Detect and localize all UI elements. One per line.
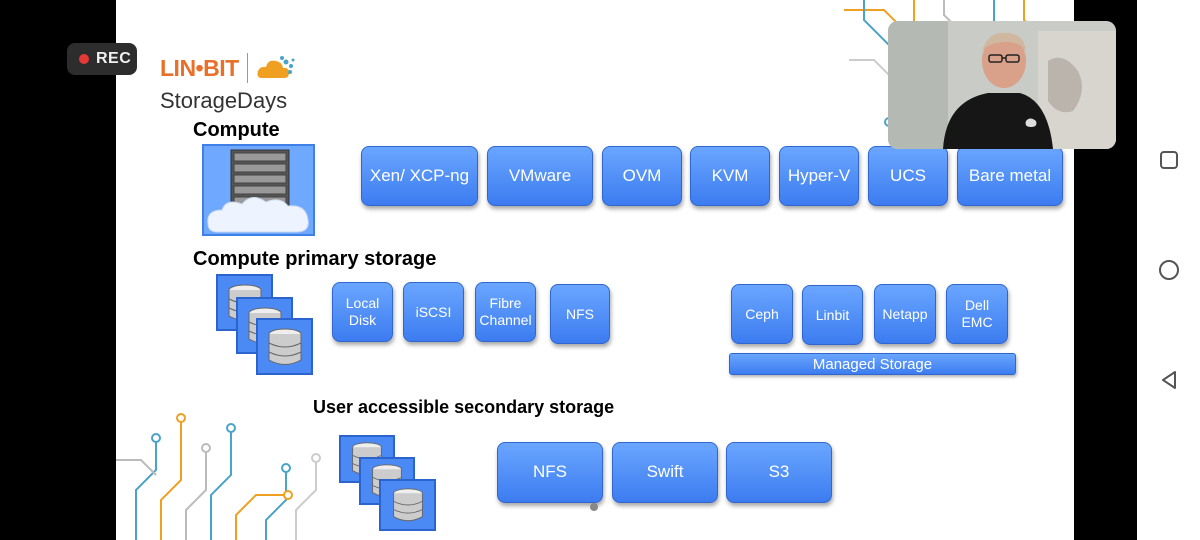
compute-item-hyper-v[interactable]: Hyper-V	[779, 146, 859, 206]
secondary-item-nfs[interactable]: NFS	[497, 442, 603, 503]
compute-item-vmware[interactable]: VMware	[487, 146, 593, 206]
back-button[interactable]	[1157, 368, 1181, 392]
event-name: StorageDays	[160, 88, 288, 113]
recording-indicator[interactable]: REC	[67, 43, 137, 75]
managed-item-ceph[interactable]: Ceph	[731, 284, 793, 344]
back-triangle-icon	[1162, 371, 1176, 389]
database-icon	[256, 318, 313, 375]
record-dot-icon	[79, 54, 89, 64]
logo-divider	[246, 53, 248, 83]
primary-item-fibre-channel[interactable]: Fibre Channel	[475, 282, 536, 342]
secondary-item-s3[interactable]: S3	[726, 442, 832, 503]
home-circle-icon	[1159, 260, 1179, 280]
compute-item-ovm[interactable]: OVM	[602, 146, 682, 206]
server-rack-icon	[202, 144, 315, 236]
android-navigation-bar	[1137, 0, 1200, 540]
recents-button[interactable]	[1157, 148, 1181, 172]
section-heading-primary-storage: Compute primary storage	[193, 248, 437, 270]
home-button[interactable]	[1157, 258, 1181, 282]
compute-item-bare-metal[interactable]: Bare metal	[957, 146, 1063, 206]
secondary-item-swift[interactable]: Swift	[612, 442, 718, 503]
managed-item-linbit[interactable]: Linbit	[802, 285, 863, 345]
compute-item-kvm[interactable]: KVM	[690, 146, 770, 206]
presenter-webcam-video[interactable]	[888, 21, 1116, 149]
managed-item-netapp[interactable]: Netapp	[874, 284, 936, 344]
compute-item-xen[interactable]: Xen/ XCP-ng	[361, 146, 478, 206]
primary-item-nfs[interactable]: NFS	[550, 284, 610, 344]
recording-label: REC	[96, 50, 132, 67]
primary-item-local-disk[interactable]: Local Disk	[332, 282, 393, 342]
primary-item-iscsi[interactable]: iSCSI	[403, 282, 464, 342]
slide-position-dot	[590, 503, 598, 511]
recents-square-icon	[1160, 151, 1178, 169]
cloud-icon	[257, 56, 295, 78]
section-heading-compute: Compute	[193, 119, 280, 141]
brand-name: LIN•BIT	[160, 54, 239, 81]
circuit-decoration-bottom	[116, 413, 321, 540]
event-logo: LIN•BIT StorageDays	[160, 52, 296, 114]
database-icon	[379, 479, 436, 531]
section-heading-secondary-storage: User accessible secondary storage	[313, 397, 615, 417]
managed-storage-label: Managed Storage	[729, 353, 1016, 375]
compute-item-ucs[interactable]: UCS	[868, 146, 948, 206]
managed-item-dell-emc[interactable]: Dell EMC	[946, 284, 1008, 344]
